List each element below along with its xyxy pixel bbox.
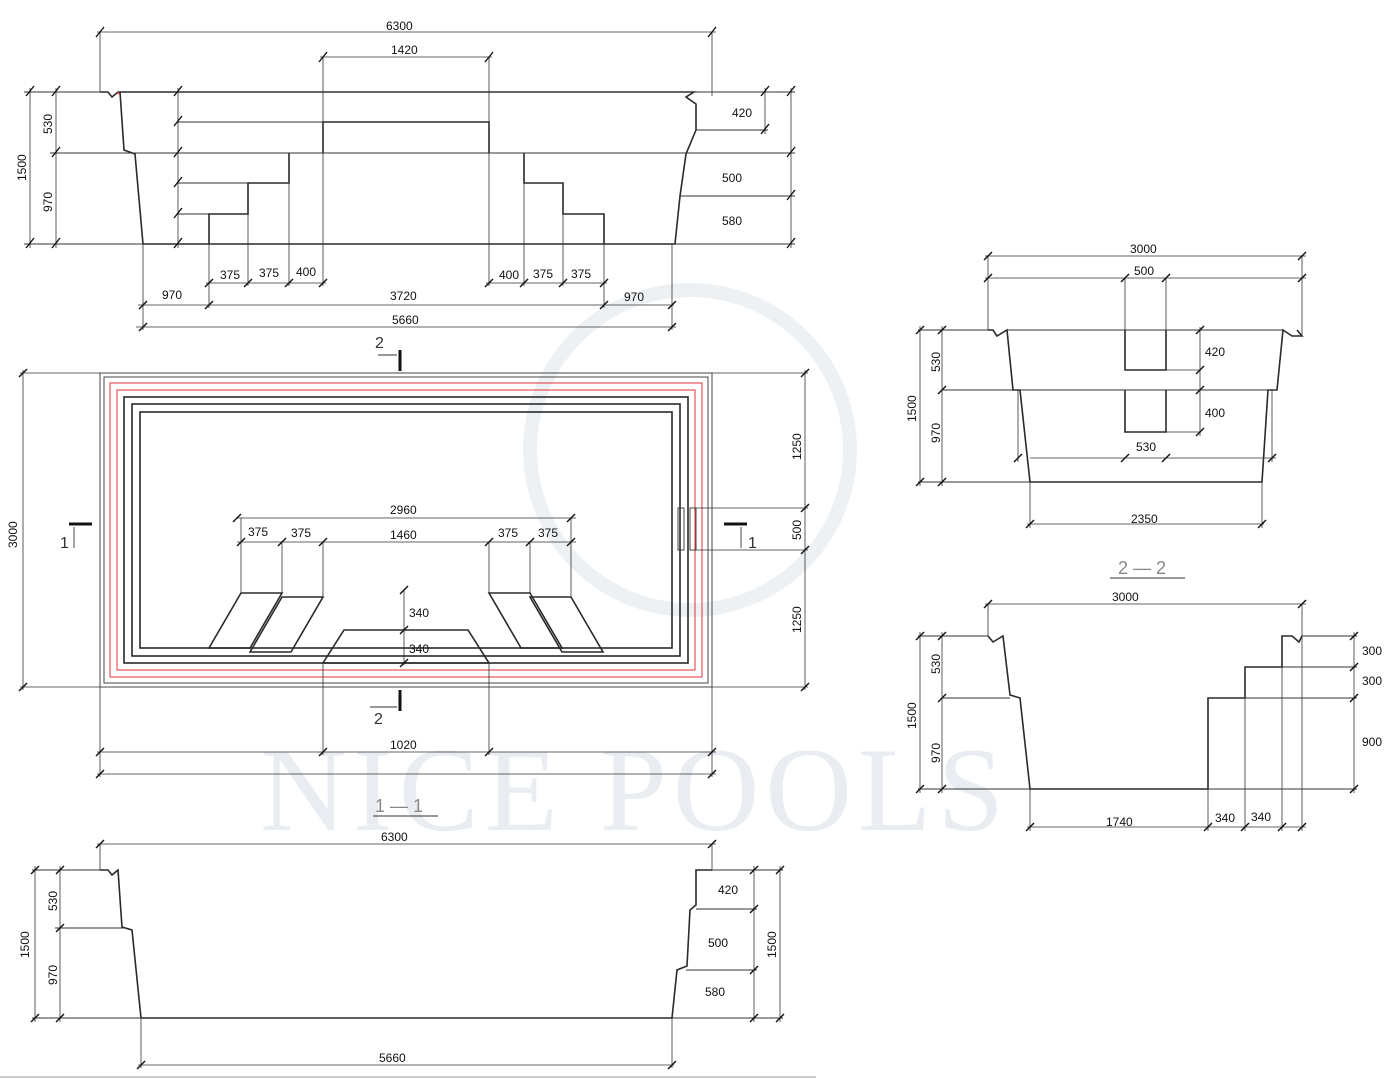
plan-view: 2 2 1 1 3000 2960 375 375 1460 375 375 3… xyxy=(6,335,810,779)
dim-s11-lower-left: 970 xyxy=(46,965,60,985)
dim-ct-height: 1500 xyxy=(905,395,919,422)
longitudinal-view: 6300 1420 1500 530 970 420 500 580 375 3… xyxy=(15,19,796,332)
section-1-1-outline xyxy=(100,868,712,1019)
dim-ct-bottom: 2350 xyxy=(1131,512,1158,526)
dim-lower-depth: 970 xyxy=(41,192,55,212)
dim-step-f: 375 xyxy=(571,267,591,281)
dim-platform: 1020 xyxy=(390,738,417,752)
section-2-2-outline xyxy=(987,634,1303,790)
dim-s22-upper: 530 xyxy=(929,654,943,674)
step-tread-2 xyxy=(248,596,325,653)
dim-step-depth-2: 340 xyxy=(409,642,429,656)
section-mark-right: 1 xyxy=(748,535,757,552)
watermark-text: NICE POOLS xyxy=(260,723,1010,856)
dim-step-b: 375 xyxy=(259,266,279,280)
section-mark-top: 2 xyxy=(375,335,384,352)
dim-middle: 3720 xyxy=(390,289,417,303)
section-mark-left: 1 xyxy=(60,535,69,552)
section-2-2: 2 — 2 xyxy=(905,558,1382,832)
step-tread-4 xyxy=(528,596,605,653)
dim-bench-length: 2960 xyxy=(390,503,417,517)
dim-s11-length: 6300 xyxy=(381,830,408,844)
dim-low-step: 580 xyxy=(722,214,742,228)
bench-top xyxy=(322,121,490,153)
dim-end-left: 970 xyxy=(162,288,182,302)
dim-ct-step-upper: 420 xyxy=(1205,345,1225,359)
dim-s22-width: 3000 xyxy=(1112,590,1139,604)
step-tread-1 xyxy=(207,592,284,649)
dim-height-total: 1500 xyxy=(15,154,29,181)
dim-step-e: 375 xyxy=(533,267,553,281)
section-mark-bottom: 2 xyxy=(374,711,383,728)
watermark: NICE POOLS xyxy=(260,283,1010,856)
dim-ct-upper: 530 xyxy=(929,352,943,372)
dim-step-c: 400 xyxy=(296,265,316,279)
section-2-2-label: 2 — 2 xyxy=(1118,558,1166,578)
dim-s22-height: 1500 xyxy=(905,702,919,729)
dim-s22-tread-1: 340 xyxy=(1215,811,1235,825)
dim-ct-bench: 500 xyxy=(1134,264,1154,278)
dim-s11-upper-left: 530 xyxy=(46,891,60,911)
dim-rim-step: 420 xyxy=(732,106,752,120)
dim-s11-height-right: 1500 xyxy=(765,931,779,958)
dim-s22-r1: 300 xyxy=(1362,644,1382,658)
dim-s1: 375 xyxy=(248,525,268,539)
cross-section-top-step xyxy=(1124,390,1167,433)
dim-side-mid: 500 xyxy=(790,520,804,540)
dim-s3: 375 xyxy=(498,526,518,540)
dim-ct-lower: 970 xyxy=(929,423,943,443)
dim-s22-lower: 970 xyxy=(929,743,943,763)
pool-outline xyxy=(100,91,697,245)
dim-s22-tread-2: 340 xyxy=(1251,810,1271,824)
dim-s22-r2: 300 xyxy=(1362,674,1382,688)
steps-right xyxy=(523,153,605,244)
dim-upper-depth: 530 xyxy=(41,114,55,134)
dim-s4: 375 xyxy=(538,526,558,540)
dim-side-upper: 1250 xyxy=(790,433,804,460)
section-1-1: 1 — 1 xyxy=(18,796,785,1070)
cross-section-top-bench xyxy=(1124,330,1167,371)
steps-left xyxy=(208,153,290,244)
dim-side-lower: 1250 xyxy=(790,606,804,633)
dim-end-right: 970 xyxy=(624,290,644,304)
dim-mid-step: 500 xyxy=(722,171,742,185)
dim-s22-r3: 900 xyxy=(1362,735,1382,749)
bench-platform xyxy=(321,629,491,664)
dim-ct-step-width: 530 xyxy=(1136,440,1156,454)
dim-s11-low-step: 580 xyxy=(705,985,725,999)
step-tread-3 xyxy=(487,592,564,649)
dim-s11-mid-step: 500 xyxy=(708,936,728,950)
dim-step-d: 400 xyxy=(499,268,519,282)
dim-bottom-length: 5660 xyxy=(392,313,419,327)
dim-plan-width: 3000 xyxy=(6,521,20,548)
dim-ct-width: 3000 xyxy=(1130,242,1157,256)
dim-step-depth-1: 340 xyxy=(409,606,429,620)
section-1-1-label: 1 — 1 xyxy=(375,796,423,816)
dim-total-length: 6300 xyxy=(386,19,413,33)
dim-ct-step-lower: 400 xyxy=(1205,406,1225,420)
dim-bench-width: 1420 xyxy=(391,43,418,57)
cross-section-top-outline xyxy=(988,328,1304,483)
cross-section-top: 3000 500 1500 530 970 420 400 530 2350 xyxy=(905,242,1307,529)
dim-step-a: 375 xyxy=(220,268,240,282)
dim-s11-height-left: 1500 xyxy=(18,931,32,958)
dim-mid: 1460 xyxy=(390,528,417,542)
dim-s11-bottom: 5660 xyxy=(379,1051,406,1065)
dim-s22-bottom: 1740 xyxy=(1106,815,1133,829)
dim-s2: 375 xyxy=(291,526,311,540)
dim-s11-rim-step: 420 xyxy=(718,883,738,897)
